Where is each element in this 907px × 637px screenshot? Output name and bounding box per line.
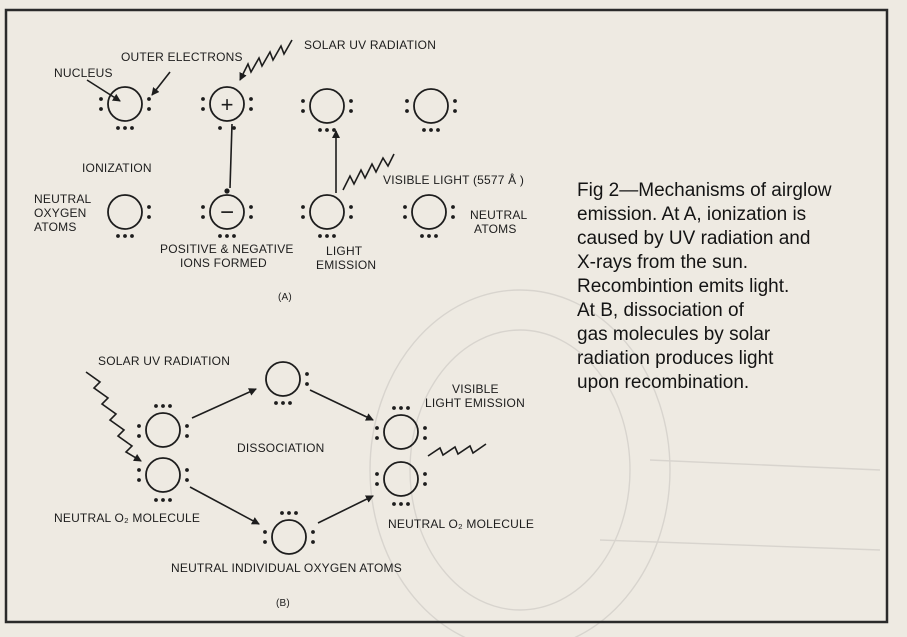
label-visible-light-1: VISIBLE [452,382,499,396]
atom-b5 [383,414,419,450]
solar-uv-zigzag-a [239,39,293,81]
caption-line-2: emission. At A, ionization is [577,204,806,225]
figure-caption: Fig 2—Mechanisms of airglow emission. At… [577,180,832,393]
label-ionization: IONIZATION [82,161,152,175]
label-neutral-o2-right: NEUTRAL O₂ MOLECULE [388,517,534,531]
label-neutral-oxygen-1: NEUTRAL [34,192,92,206]
label-light-emission-2: EMISSION [316,258,376,272]
figure-border [4,8,889,624]
label-positive-negative-1: POSITIVE & NEGATIVE [160,242,294,256]
ion-separation-arrow [229,123,233,189]
outer-electron-pointer-arrow [151,71,171,96]
label-neutral-individual: NEUTRAL INDIVIDUAL OXYGEN ATOMS [171,561,402,575]
label-neutral-o2-left: NEUTRAL O₂ MOLECULE [54,511,200,525]
arrow-b1-to-b3 [191,388,257,419]
label-solar-uv-a: SOLAR UV RADIATION [304,38,436,52]
label-visible-light: VISIBLE LIGHT (5577 Å ) [383,172,524,187]
atom-b3 [265,361,301,397]
solar-uv-zigzag-b [85,371,142,462]
label-nucleus: NUCLEUS [54,66,113,80]
caption-line-5: Recombintion emits light. [577,276,789,297]
panel-a-label: (A) [278,292,292,303]
nucleus-pointer-arrow [86,79,121,102]
visible-light-zigzag [342,153,395,191]
atom-b4 [271,519,307,555]
arrows-panel-b [189,388,374,525]
caption-line-7: gas molecules by solar [577,324,771,345]
label-neutral-oxygen-3: ATOMS [34,220,77,234]
atom-a4 [413,88,449,124]
label-neutral-atoms-1: NEUTRAL [470,208,528,222]
label-dissociation: DISSOCIATION [237,441,325,455]
caption-line-6: At B, dissociation of [577,300,745,321]
uv-rays-panel-a [239,39,395,191]
label-light-emission-1: LIGHT [326,244,363,258]
atom-a3 [309,88,345,124]
arrow-b4-to-b6 [317,495,374,524]
visible-light-zigzag-b [427,443,487,457]
background-ghost [369,289,881,637]
atom-a1 [107,86,143,122]
labels-panel-b: SOLAR UV RADIATION DISSOCIATION VISIBLE … [54,354,534,609]
atom-a5 [107,194,143,230]
label-outer-electrons: OUTER ELECTRONS [121,50,243,64]
labels-panel-a: OUTER ELECTRONS NUCLEUS SOLAR UV RADIATI… [34,38,528,303]
arrows-panel-a [86,71,340,193]
caption-line-8: radiation produces light [577,348,774,369]
minus-sign: − [220,199,234,226]
caption-line-1: Fig 2—Mechanisms of airglow [577,180,832,201]
caption-line-4: X-rays from the sun. [577,252,748,273]
atom-b1 [145,412,181,448]
atom-b6 [383,461,419,497]
label-visible-light-2: LIGHT EMISSION [425,396,525,410]
label-positive-negative-2: IONS FORMED [180,256,267,270]
panel-a [107,86,449,230]
arrow-b3-to-b5 [309,389,374,421]
atom-a8 [411,194,447,230]
arrow-b2-to-b4 [189,486,260,525]
caption-line-9: upon recombination. [577,372,749,393]
label-neutral-oxygen-2: OXYGEN [34,206,87,220]
electrons-panel-a [99,97,457,238]
atom-a2-ionized [209,86,245,122]
electrons-panel-b [137,372,427,544]
atom-a7 [309,194,345,230]
label-solar-uv-b: SOLAR UV RADIATION [98,354,230,368]
caption-line-3: caused by UV radiation and [577,228,810,249]
panel-b-label: (B) [276,598,290,609]
uv-rays-panel-b [85,371,487,462]
atom-b2 [145,457,181,493]
label-neutral-atoms-2: ATOMS [474,222,517,236]
atom-a6-negative [209,194,245,230]
plus-sign: + [221,92,234,117]
panel-b [145,361,419,555]
